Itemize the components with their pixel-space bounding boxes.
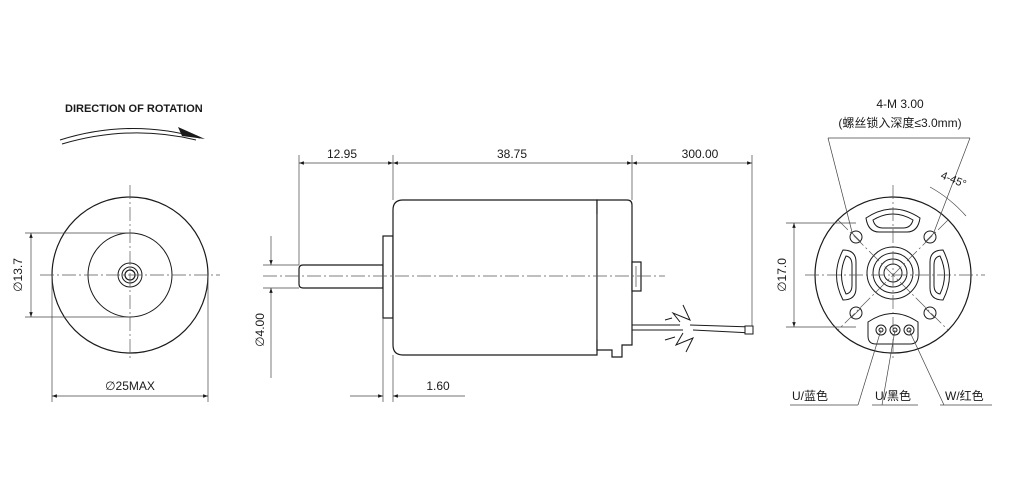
rear-top-slot — [865, 208, 921, 233]
body-length-label: 38.75 — [497, 147, 527, 161]
rear-bearing-boss — [631, 261, 642, 292]
wire-label-w-red: W/红色 — [945, 388, 984, 403]
motor-body — [392, 199, 598, 356]
wire-label-u-black: U/黑色 — [875, 389, 911, 403]
shaft-outline — [298, 264, 384, 289]
angle-label: 4-45° — [939, 170, 968, 191]
end-cap — [596, 199, 633, 358]
rear-right-slot-inner — [933, 255, 945, 295]
bore-diameter-label: ∅13.7 — [11, 258, 25, 292]
wire-leader-w-red — [908, 329, 945, 406]
rear-left-slot-inner — [841, 255, 853, 295]
angle-arc — [929, 186, 967, 217]
shaft-length-label: 12.95 — [327, 147, 357, 161]
side-view: 12.95 38.75 300.00 1.60 ∅4.00 — [253, 147, 754, 402]
flange-thickness-label: 1.60 — [426, 379, 450, 393]
rear-right-slot — [929, 249, 950, 301]
rear-diag-2 — [837, 219, 949, 331]
thread-note: (螺丝锁入深度≤3.0mm) — [838, 115, 961, 130]
front-view: DIRECTION OF ROTATION ∅13.7 ∅25MAX — [11, 103, 220, 402]
wire-leader-u-blue — [857, 329, 882, 406]
rear-top-slot-inner — [872, 213, 914, 229]
rear-left-slot — [836, 249, 857, 301]
rear-diameter-label: ∅17.0 — [775, 258, 789, 292]
thread-label: 4-M 3.00 — [876, 97, 924, 111]
rotation-caption: DIRECTION OF ROTATION — [65, 103, 203, 115]
wire-leader-u-black — [881, 329, 896, 406]
shaft-diameter-label: ∅4.00 — [253, 313, 267, 347]
lead-wires — [632, 304, 754, 353]
terminal-block — [867, 313, 919, 345]
thread-leader-right — [933, 137, 971, 233]
terminal-pin-icons — [875, 324, 915, 336]
front-flange — [382, 235, 394, 319]
mounting-hole-icons — [849, 230, 937, 320]
front-diameter-label: ∅25MAX — [105, 379, 155, 393]
lead-length-label: 300.00 — [682, 147, 719, 161]
rotation-arrow-icon — [59, 127, 205, 145]
thread-leader-left — [827, 137, 853, 233]
wire-label-u-blue: U/蓝色 — [792, 389, 828, 403]
rear-view: 4-M 3.00 (螺丝锁入深度≤3.0mm) — [775, 97, 992, 406]
